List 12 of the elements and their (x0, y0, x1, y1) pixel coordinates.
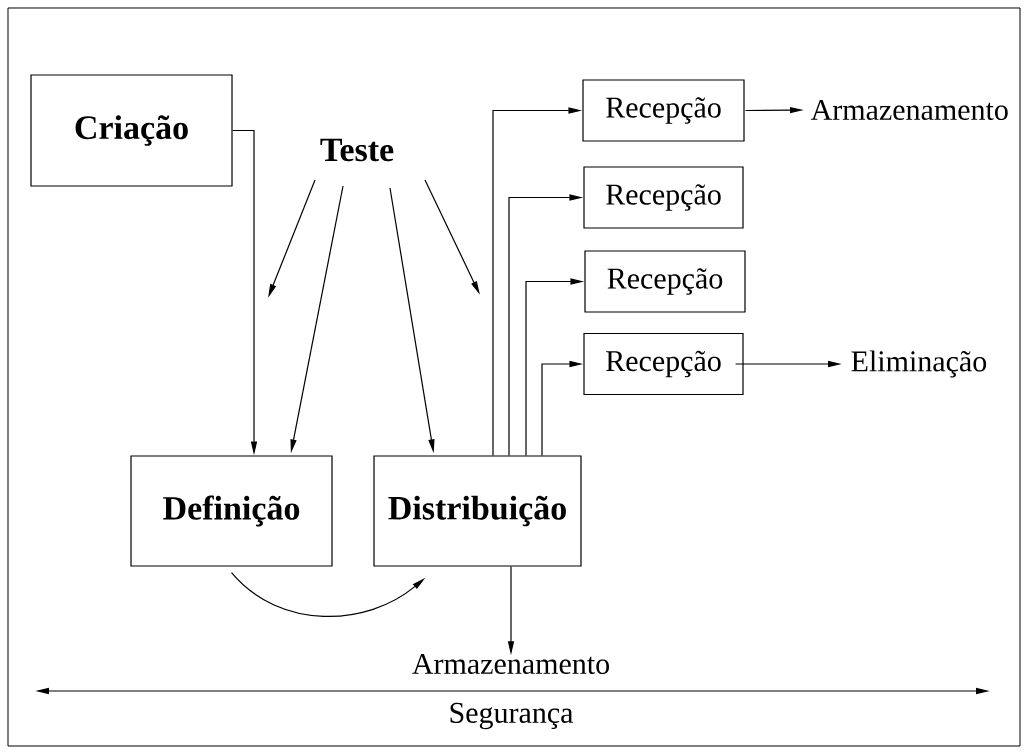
stage-label: Armazenamento (810, 99, 1008, 121)
process-box: Definição (130, 455, 333, 567)
axis-label: Segurança (450, 702, 574, 730)
process-box: Criação (30, 74, 233, 187)
process-box: Recepção (583, 332, 744, 396)
process-box: Recepção (583, 166, 744, 229)
stage-label: Armazenamento (412, 653, 609, 675)
stage-label: Teste (320, 138, 394, 162)
process-box: Recepção (582, 79, 745, 142)
process-box: Distribuição (373, 455, 582, 567)
stage-label: Eliminação (851, 350, 987, 378)
process-box: Recepção (584, 250, 746, 313)
